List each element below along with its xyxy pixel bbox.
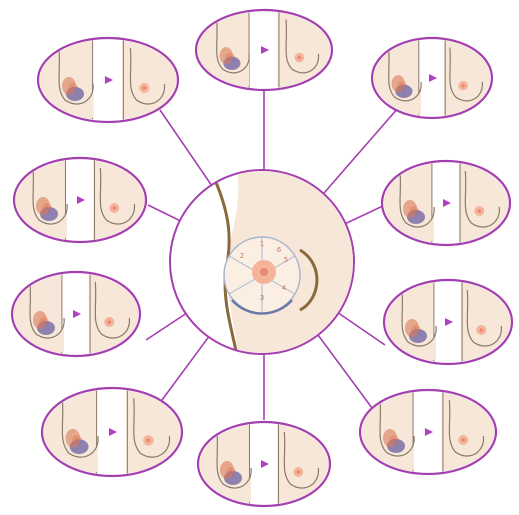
panel-left-upper	[14, 158, 146, 242]
quadrant-label: 4	[282, 284, 287, 292]
center-breast-map: 1 2 3 4 56	[170, 160, 360, 360]
panel-right-lower	[384, 280, 512, 364]
panel-left-lower	[12, 272, 140, 356]
quadrant-label: 6	[277, 246, 282, 254]
quadrant-label: 2	[240, 252, 244, 260]
quadrant-label: 3	[260, 294, 264, 302]
panel-bottom-right	[360, 390, 496, 474]
panel-top	[196, 10, 332, 90]
panel-bottom-left	[42, 388, 182, 476]
panel-bottom	[198, 422, 330, 506]
panel-right-upper	[382, 161, 510, 245]
panel-upper-right	[372, 38, 492, 118]
quadrant-label: 1	[260, 240, 264, 248]
quadrant-label: 5	[284, 256, 288, 264]
panel-upper-left	[38, 38, 178, 122]
